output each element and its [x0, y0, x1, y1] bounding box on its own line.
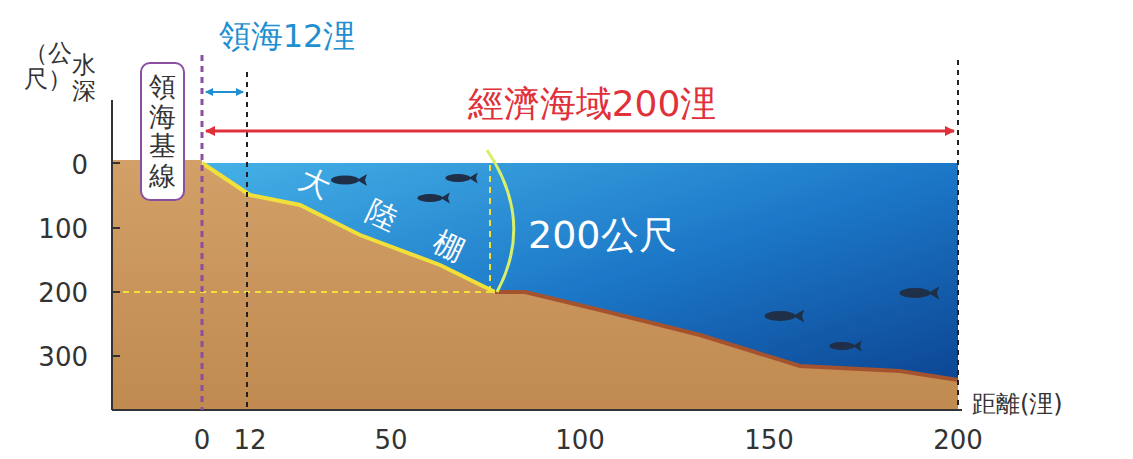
fish [417, 193, 449, 204]
eez-title: 經濟海域200浬 [468, 86, 717, 122]
depth-label: 200公尺 [528, 216, 677, 254]
y-tick: 300 [38, 344, 88, 370]
fish [445, 173, 477, 184]
fish [900, 286, 940, 299]
baseline-box: 領海基線 [140, 62, 185, 201]
territorial-sea-title: 領海12浬 [219, 20, 356, 52]
axis-title: 水深 [72, 52, 96, 105]
x-tick: 200 [933, 427, 983, 453]
x-tick: 100 [555, 427, 605, 453]
x-tick: 150 [744, 427, 794, 453]
y-tick: 200 [38, 280, 88, 306]
x-tick: 50 [374, 427, 407, 453]
y-tick: 100 [38, 216, 88, 242]
y-tick: 0 [71, 152, 88, 178]
axis-unit: （公尺） [24, 40, 48, 93]
fish [829, 341, 861, 352]
x-tick: 12 [233, 427, 266, 453]
baseline-text: 領海基線 [149, 72, 176, 191]
x-axis-title: 距離(浬) [972, 392, 1063, 416]
fish [765, 309, 805, 322]
x-tick: 0 [194, 427, 211, 453]
